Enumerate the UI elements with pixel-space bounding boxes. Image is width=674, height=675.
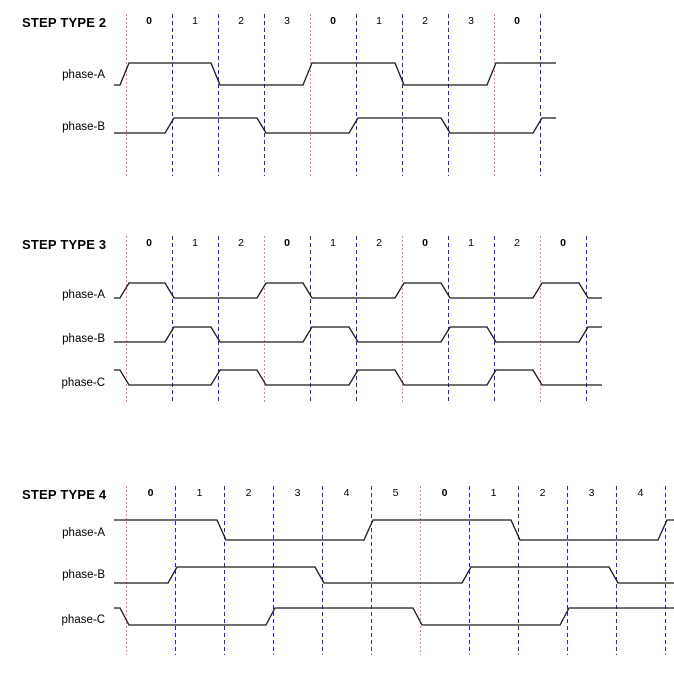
waveform-step-type-3-phase-C	[114, 369, 602, 386]
phase-label-phase-A: phase-A	[62, 527, 105, 539]
slot-label: 5	[392, 487, 399, 499]
slot-label: 3	[284, 15, 290, 27]
slot-label: 1	[196, 487, 203, 499]
phase-label-phase-B: phase-B	[62, 569, 105, 581]
slot-label: 0	[146, 15, 152, 27]
waveform-step-type-4-phase-A	[114, 519, 674, 541]
slot-label: 2	[539, 487, 546, 499]
waveform-step-type-2-phase-A	[114, 62, 556, 86]
waveform-step-type-3-phase-B	[114, 326, 602, 343]
slot-label: 2	[422, 15, 428, 27]
slot-label: 0	[514, 15, 520, 27]
slot-label: 0	[147, 487, 154, 499]
slot-label: 3	[294, 487, 301, 499]
slot-label: 1	[192, 15, 198, 27]
section-title-step-type-3: STEP TYPE 3	[22, 237, 107, 252]
waveform-step-type-3-phase-A	[114, 282, 602, 299]
slot-label: 3	[588, 487, 595, 499]
slot-label: 0	[441, 487, 448, 499]
slot-label: 1	[490, 487, 497, 499]
slot-label: 4	[343, 487, 350, 499]
waveform-step-type-2-phase-B	[114, 117, 556, 134]
slot-label: 2	[245, 487, 252, 499]
slot-label: 1	[192, 237, 198, 249]
slot-label: 4	[637, 487, 644, 499]
waveform-step-type-4-phase-C	[114, 607, 674, 626]
slot-label: 0	[284, 237, 290, 249]
slot-label: 2	[514, 237, 520, 249]
slot-label: 1	[330, 237, 336, 249]
slot-label: 3	[468, 15, 474, 27]
slot-label: 1	[376, 15, 382, 27]
slot-label: 0	[330, 15, 336, 27]
slot-label: 0	[146, 237, 152, 249]
section-title-step-type-2: STEP TYPE 2	[22, 15, 107, 30]
phase-label-phase-B: phase-B	[62, 333, 105, 345]
phase-label-phase-A: phase-A	[62, 69, 105, 81]
slot-label: 2	[238, 237, 244, 249]
phase-label-phase-C: phase-C	[61, 377, 105, 389]
slot-label: 0	[422, 237, 428, 249]
section-title-step-type-4: STEP TYPE 4	[22, 487, 107, 502]
slot-label: 2	[238, 15, 244, 27]
waveform-step-type-4-phase-B	[114, 566, 674, 584]
slot-label: 0	[560, 237, 566, 249]
phase-label-phase-B: phase-B	[62, 121, 105, 133]
phase-label-phase-A: phase-A	[62, 289, 105, 301]
slot-label: 1	[468, 237, 474, 249]
slot-label: 2	[376, 237, 382, 249]
phase-label-phase-C: phase-C	[61, 614, 105, 626]
